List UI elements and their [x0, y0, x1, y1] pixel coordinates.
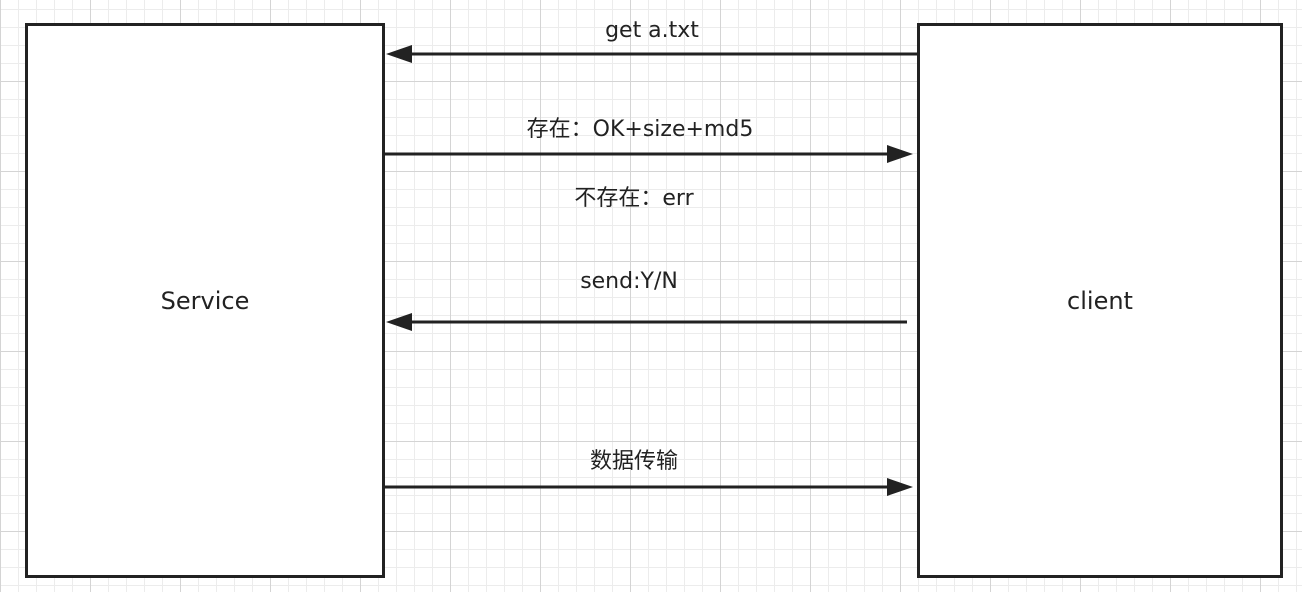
- request-message-label: get a.txt: [605, 18, 699, 43]
- service-node: Service: [25, 23, 385, 578]
- transfer-message-label: 数据传输: [589, 449, 679, 474]
- service-node-label: Service: [160, 286, 250, 315]
- confirm-arrowhead: [386, 313, 412, 331]
- reply-message-label: 存在：OK+size+md5: [526, 117, 754, 142]
- reply-arrowhead: [887, 145, 913, 163]
- confirm-message-label: send:Y/N: [580, 269, 678, 294]
- transfer-arrowhead: [887, 478, 913, 496]
- client-node-label: client: [1067, 286, 1133, 315]
- client-node: client: [917, 23, 1283, 578]
- request-arrowhead: [386, 45, 412, 63]
- error-message-label: 不存在：err: [574, 186, 694, 211]
